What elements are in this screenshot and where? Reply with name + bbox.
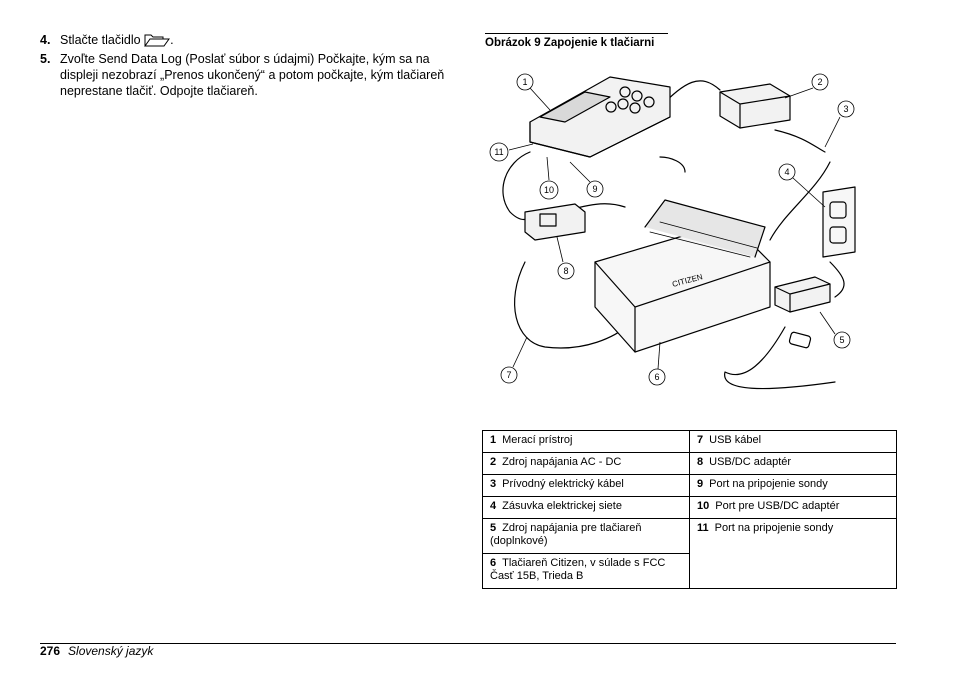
footer-divider <box>40 643 896 644</box>
step-4: 4. Stlačte tlačidlo . <box>40 32 450 48</box>
svg-text:7: 7 <box>506 370 511 380</box>
step-text: Stlačte tlačidlo <box>60 33 141 47</box>
step-number: 4. <box>40 33 51 47</box>
meter-device <box>529 76 671 158</box>
svg-text:11: 11 <box>494 147 503 157</box>
svg-text:8: 8 <box>563 266 568 276</box>
callout-8: 8 <box>556 236 575 280</box>
svg-text:4: 4 <box>784 167 789 177</box>
wall-outlet <box>822 186 856 258</box>
printer-power-supply <box>774 276 831 349</box>
folder-icon <box>144 34 171 47</box>
svg-text:1: 1 <box>522 77 527 87</box>
printer-power-cable-top <box>829 261 845 298</box>
callout-6: 6 <box>648 341 666 386</box>
svg-text:2: 2 <box>817 77 822 87</box>
callout-7: 7 <box>500 336 528 384</box>
step-text-end: . <box>170 33 174 47</box>
svg-text:3: 3 <box>843 104 848 114</box>
figure-caption: Obrázok 9 Zapojenie k tlačiarni <box>485 33 668 49</box>
page-number: 276 <box>40 644 61 658</box>
callout-9: 9 <box>569 161 604 198</box>
callout-11: 11 <box>489 142 534 162</box>
usb-dc-adapter <box>524 203 586 241</box>
callout-3: 3 <box>824 100 855 148</box>
svg-text:5: 5 <box>839 335 844 345</box>
printer-power-cable <box>724 326 836 390</box>
page-footer: 276 Slovenský jazyk <box>40 644 153 658</box>
ac-dc-adapter <box>719 83 791 129</box>
svg-text:6: 6 <box>654 372 659 382</box>
callouts: 1 2 3 4 5 6 7 8 9 10 11 <box>489 73 855 386</box>
power-cord <box>774 129 826 153</box>
svg-text:9: 9 <box>592 184 597 194</box>
printer-connection-illustration: CITIZEN 1 2 3 4 5 6 7 8 9 10 11 <box>489 73 856 390</box>
callout-1: 1 <box>516 73 551 111</box>
meter-side-cable <box>659 156 686 173</box>
probe-cable <box>502 151 531 221</box>
step-number: 5. <box>40 52 51 66</box>
usb-cable <box>514 261 631 349</box>
footer-language: Slovenský jazyk <box>68 644 154 658</box>
wall-cable <box>769 161 831 241</box>
svg-text:10: 10 <box>544 185 554 195</box>
step-5: 5. Zvoľte Send Data Log (Poslať súbor s … <box>40 51 450 99</box>
callout-10: 10 <box>539 156 559 200</box>
callout-5: 5 <box>819 311 851 349</box>
step-text: Zvoľte Send Data Log (Poslať súbor s úda… <box>60 52 445 98</box>
callout-2: 2 <box>784 73 829 99</box>
callout-4: 4 <box>778 163 826 208</box>
citizen-printer <box>594 199 771 353</box>
instruction-steps: 4. Stlačte tlačidlo . 5. Zvoľte Send Dat… <box>40 32 450 102</box>
